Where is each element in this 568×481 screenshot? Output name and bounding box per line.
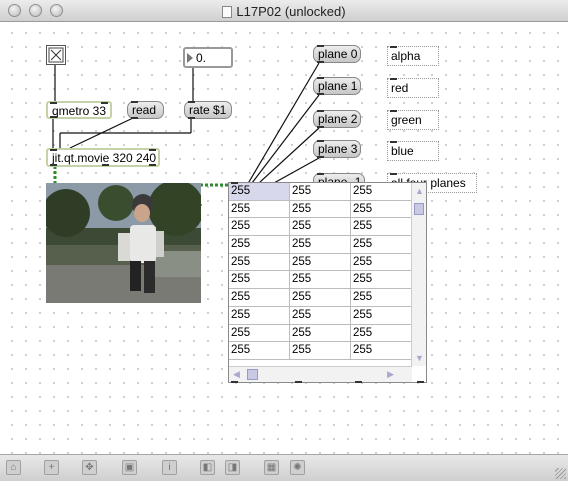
cellblock-cell[interactable]: 255 [290,218,351,237]
snap-icon[interactable]: ✺ [290,460,305,475]
cellblock-cell[interactable]: 255 [290,183,351,201]
cellblock-cell[interactable]: 255 [290,271,351,290]
front-icon[interactable]: ◧ [200,460,215,475]
minimize-window-button[interactable] [29,4,42,17]
cellblock-cell[interactable]: 255 [229,183,290,201]
cellblock-cell[interactable]: 255 [351,306,412,325]
cellblock-cell[interactable]: 255 [351,324,412,343]
cellblock-cell[interactable]: 255 [229,218,290,237]
horizontal-scroll-thumb[interactable] [247,369,258,380]
cellblock-cell[interactable]: 255 [351,289,412,307]
cellblock-cell[interactable]: 255 [229,324,290,343]
presentation-icon[interactable]: ▣ [122,460,137,475]
cord-plane0 [235,62,320,205]
cellblock-cell[interactable]: 255 [229,236,290,254]
cellblock-cell[interactable]: 255 [229,289,290,307]
inspector-icon[interactable]: i [162,460,177,475]
float-value: 0. [196,51,207,65]
scroll-left-arrow-icon[interactable]: ◀ [233,369,240,379]
cellblock-cell[interactable]: 255 [290,253,351,272]
cellblock-cell[interactable]: 255 [290,324,351,343]
qmetro-object[interactable]: qmetro 33 [46,101,112,119]
grid-icon[interactable]: ▦ [264,460,279,475]
plane-2-message[interactable]: plane 2 [313,110,361,128]
cellblock-cell[interactable]: 255 [229,200,290,219]
add-object-icon[interactable]: + [44,460,59,475]
cellblock-cell[interactable]: 255 [229,306,290,325]
cellblock-cell[interactable]: 255 [351,271,412,290]
move-icon[interactable]: ✥ [82,460,97,475]
toggle[interactable] [46,45,66,65]
comment-green: green [387,110,439,130]
cellblock-cell[interactable]: 255 [229,253,290,272]
video-frame-image [46,183,201,303]
comment-blue: blue [387,141,439,161]
scroll-right-arrow-icon[interactable]: ▶ [387,369,394,379]
close-window-button[interactable] [8,4,21,17]
document-icon [222,6,233,18]
back-icon[interactable]: ◨ [225,460,240,475]
cellblock-cell[interactable]: 255 [290,289,351,307]
scroll-down-arrow-icon[interactable]: ▼ [415,353,424,363]
scroll-up-arrow-icon[interactable]: ▲ [415,186,424,196]
jit-qt-movie-object[interactable]: jit.qt.movie 320 240 [46,148,160,167]
cellblock-cell[interactable]: 255 [290,342,351,360]
plane-3-message[interactable]: plane 3 [313,140,361,158]
number-triangle-icon [187,53,193,63]
horizontal-scrollbar[interactable]: ◀ ▶ [229,366,412,382]
cellblock-cell[interactable]: 255 [351,218,412,237]
cellblock-cell[interactable]: 255 [229,342,290,360]
title-bar: L17P02 (unlocked) [0,0,568,22]
cellblock-cell[interactable]: 255 [351,236,412,254]
comment-red: red [387,78,439,98]
vertical-scroll-thumb[interactable] [414,203,424,215]
resize-grip-icon[interactable] [555,468,566,479]
comment-alpha: alpha [387,46,439,66]
cellblock-cell[interactable]: 255 [351,200,412,219]
lock-icon[interactable]: ⌂ [6,460,21,475]
rate-message[interactable]: rate $1 [184,101,232,119]
cellblock-cell[interactable]: 255 [290,306,351,325]
cellblock-cell[interactable]: 255 [290,236,351,254]
cellblock-cell[interactable]: 255 [351,253,412,272]
plane-0-message[interactable]: plane 0 [313,45,361,63]
plane-1-message[interactable]: plane 1 [313,77,361,95]
cellblock-cell[interactable]: 255 [351,342,412,360]
cellblock-cell[interactable]: 255 [290,200,351,219]
float-number-box[interactable]: 0. [183,47,233,68]
vertical-scrollbar[interactable]: ▲ ▼ [411,183,426,366]
video-preview[interactable] [46,183,201,303]
read-message[interactable]: read [127,101,164,119]
window-title: L17P02 (unlocked) [236,4,346,19]
zoom-window-button[interactable] [50,4,63,17]
cellblock-cell[interactable]: 255 [351,183,412,201]
cellblock-cell[interactable]: 255 [229,271,290,290]
patcher-toolbar: ⌂ + ✥ ▣ i ◧ ◨ ▦ ✺ [0,454,568,481]
